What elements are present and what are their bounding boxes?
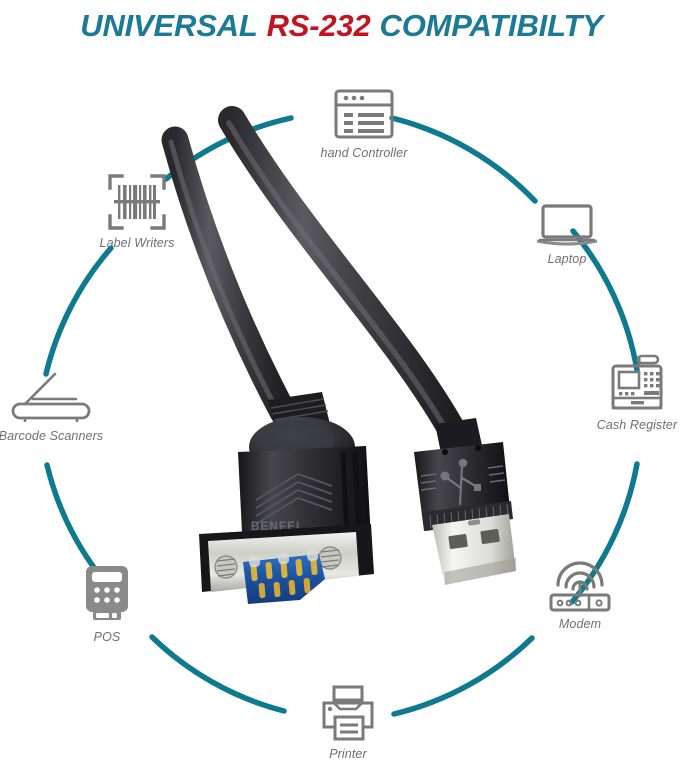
page-title: UNIVERSAL RS-232 COMPATIBILTY	[0, 0, 683, 52]
flatbed-scanner-icon	[0, 363, 116, 425]
usb-plug-shadow	[445, 558, 516, 585]
window-list-icon	[299, 80, 429, 142]
usb-contact-right	[480, 528, 500, 544]
db9-chevron-grip	[255, 473, 333, 525]
db9-flange	[199, 524, 374, 592]
usb-knurl-lines	[429, 503, 509, 529]
device-label: Printer	[329, 747, 367, 761]
db9-thumbscrew-left	[214, 555, 238, 579]
device-node-pos[interactable]: POS	[42, 564, 172, 644]
usb-grip-notches	[420, 465, 506, 491]
device-node-barcode-scanners[interactable]: Barcode Scanners	[0, 363, 116, 443]
device-node-hand-controller[interactable]: hand Controller	[299, 80, 429, 160]
usb-body	[414, 442, 511, 531]
laptop-icon	[502, 186, 632, 248]
ring-arc-left-upper	[43, 245, 114, 377]
cable-right-highlight	[226, 120, 450, 434]
db9-strain-relief	[268, 392, 330, 434]
usb-contact-left	[448, 533, 468, 549]
device-label: POS	[93, 630, 121, 644]
device-label: Barcode Scanners	[0, 429, 104, 443]
cable-right	[218, 106, 466, 444]
device-label: Label Writers	[99, 236, 175, 250]
usb-metal-plug	[432, 514, 516, 585]
db9-pins-bottom-row	[258, 577, 311, 599]
ring-arc-bottomright	[391, 635, 535, 717]
db9-side-ribs	[340, 450, 362, 537]
usb-strain-relief	[435, 418, 483, 458]
usb-knurled-band	[424, 501, 513, 531]
db9-pin-ferrules	[248, 549, 319, 568]
device-label: hand Controller	[320, 146, 408, 160]
db9-pins-top-row	[250, 557, 318, 582]
db9-serial-connector: BENFEI	[199, 392, 374, 604]
usb-mold-dot-right	[475, 445, 481, 451]
device-node-laptop[interactable]: Laptop	[502, 186, 632, 266]
db9-thumbscrew-right	[318, 546, 342, 570]
db9-brand-text: BENFEI	[251, 521, 300, 533]
device-label: Cash Register	[596, 418, 678, 432]
device-node-printer[interactable]: Printer	[283, 681, 413, 761]
ring-arc-bottomleft	[149, 634, 287, 714]
device-node-modem[interactable]: Modem	[515, 551, 645, 631]
db9-hood-highlight	[258, 420, 334, 460]
usb-a-connector	[414, 418, 516, 585]
device-label: Laptop	[547, 252, 587, 266]
printer-icon	[283, 681, 413, 743]
usb-mold-dot-left	[442, 449, 448, 455]
usb-trident-icon	[440, 458, 481, 506]
db9-strain-relief-ribs	[270, 398, 329, 421]
db9-hood-cap	[249, 417, 355, 477]
title-part-universal: UNIVERSAL	[80, 8, 258, 43]
device-node-label-writers[interactable]: Label Writers	[72, 170, 202, 250]
db9-metal-shell	[208, 532, 359, 592]
pos-terminal-icon	[42, 564, 172, 626]
barcode-scan-icon	[72, 170, 202, 232]
db9-blue-insert	[243, 554, 325, 604]
usb-top-slot	[468, 519, 481, 526]
db9-body	[238, 446, 371, 552]
device-node-cash-register[interactable]: Cash Register	[572, 352, 683, 432]
cash-register-icon	[572, 352, 683, 414]
title-part-rs232: RS-232	[266, 8, 371, 43]
title-part-compatibilty: COMPATIBILTY	[379, 8, 603, 43]
device-label: Modem	[558, 617, 602, 631]
router-wifi-icon	[515, 551, 645, 613]
